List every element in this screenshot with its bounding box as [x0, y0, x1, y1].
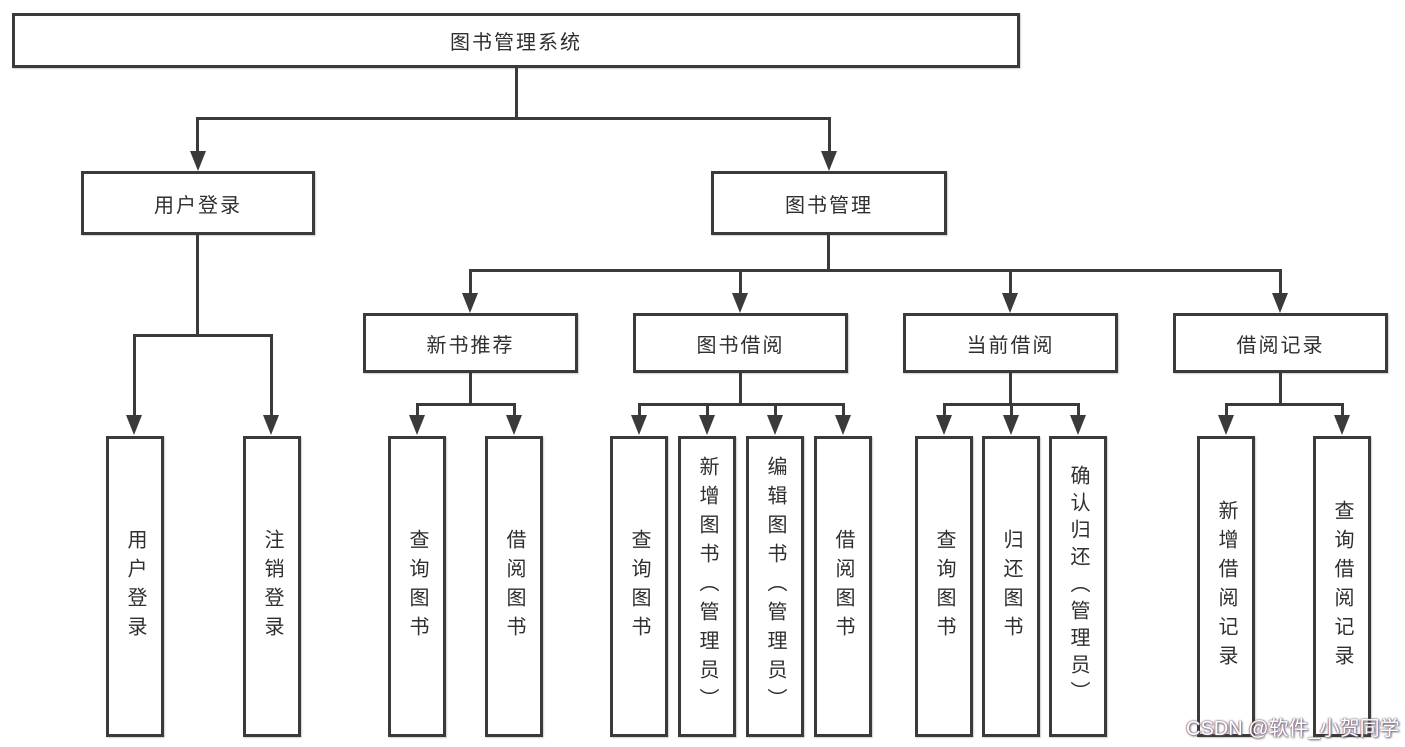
arrowhead-bookborrow-query	[631, 415, 647, 435]
connector-currentborrow-stem	[1009, 372, 1012, 406]
connector-bookmgmt-drop-4	[1279, 269, 1282, 296]
leaf-bookborrow-add: 新增图书（管理员）	[678, 436, 736, 737]
arrowhead-new-book	[462, 293, 478, 313]
node-user-login: 用户登录	[81, 171, 315, 235]
connector-bookborrow-drop-4	[842, 403, 845, 418]
arrowhead-bookborrow-add	[699, 415, 715, 435]
leaf-newbook-query: 查询图书	[388, 436, 446, 737]
connector-records-stem	[1279, 372, 1282, 406]
arrowhead-currentborrow-query	[936, 415, 952, 435]
arrowhead-newbook-query	[409, 415, 425, 435]
connector-bookmgmt-drop-2	[739, 269, 742, 296]
leaf-bookborrow-edit-label: 编辑图书（管理员）	[764, 456, 786, 717]
leaf-records-query-label: 查询借阅记录	[1331, 499, 1353, 674]
leaf-newbook-borrow-label: 借阅图书	[503, 528, 525, 645]
connector-bookborrow-drop-2	[706, 403, 709, 418]
connector-bookmgmt-drop-3	[1009, 269, 1012, 296]
arrowhead-user-login	[190, 151, 206, 171]
leaf-bookborrow-borrow-label: 借阅图书	[832, 528, 854, 645]
node-root: 图书管理系统	[12, 13, 1020, 68]
leaf-newbook-query-label: 查询图书	[406, 528, 428, 645]
arrowhead-book-management	[821, 151, 837, 171]
leaf-bookborrow-edit: 编辑图书（管理员）	[746, 436, 804, 737]
leaf-records-add: 新增借阅记录	[1197, 436, 1255, 737]
node-book-borrow-label: 图书借阅	[696, 334, 785, 357]
connector-userlogin-drop-2	[270, 334, 273, 418]
connector-root-rail	[196, 117, 831, 120]
connector-bookborrow-drop-3	[774, 403, 777, 418]
connector-bookborrow-rail	[638, 403, 845, 406]
connector-currentborrow-drop-1	[943, 403, 946, 418]
arrowhead-bookborrow-borrow	[835, 415, 851, 435]
connector-root-drop-left	[196, 117, 199, 153]
node-current-borrow-label: 当前借阅	[966, 334, 1055, 357]
arrowhead-leaf-logout	[263, 415, 279, 435]
leaf-logout: 注销登录	[243, 436, 301, 737]
connector-currentborrow-drop-2	[1010, 403, 1013, 418]
node-book-management: 图书管理	[711, 171, 947, 235]
leaf-records-add-label: 新增借阅记录	[1215, 499, 1237, 674]
connector-root-stem	[515, 67, 518, 120]
leaf-bookborrow-query-label: 查询图书	[628, 528, 650, 645]
arrowhead-records-query	[1334, 415, 1350, 435]
connector-bookmgmt-rail	[469, 269, 1282, 272]
node-book-borrow: 图书借阅	[633, 313, 848, 373]
leaf-bookborrow-borrow: 借阅图书	[814, 436, 872, 737]
connector-bookmgmt-stem	[827, 234, 830, 272]
leaf-user-login-label: 用户登录	[124, 528, 146, 645]
connector-newbook-rail	[416, 403, 516, 406]
arrowhead-newbook-borrow	[506, 415, 522, 435]
node-current-borrow: 当前借阅	[903, 313, 1118, 373]
connector-bookborrow-drop-1	[638, 403, 641, 418]
connector-userlogin-drop-1	[133, 334, 136, 418]
leaf-bookborrow-add-label: 新增图书（管理员）	[696, 456, 718, 717]
leaf-bookborrow-query: 查询图书	[610, 436, 668, 737]
csdn-watermark: CSDN @软件_小贺同学	[1186, 718, 1400, 740]
arrowhead-current-borrow	[1002, 293, 1018, 313]
node-root-label: 图书管理系统	[450, 32, 582, 54]
node-borrow-records-label: 借阅记录	[1236, 334, 1325, 357]
leaf-newbook-borrow: 借阅图书	[485, 436, 543, 737]
arrowhead-currentborrow-confirm	[1070, 415, 1086, 435]
arrowhead-records-add	[1218, 415, 1234, 435]
leaf-records-query: 查询借阅记录	[1313, 436, 1371, 737]
arrowhead-borrow-records	[1272, 293, 1288, 313]
arrowhead-book-borrow	[732, 293, 748, 313]
connector-records-rail	[1225, 403, 1344, 406]
leaf-currentborrow-return-label: 归还图书	[1000, 528, 1022, 645]
connector-newbook-stem	[469, 372, 472, 406]
node-new-book-recommend-label: 新书推荐	[426, 334, 515, 357]
leaf-currentborrow-return: 归还图书	[982, 436, 1040, 737]
leaf-currentborrow-confirm: 确认归还（管理员）	[1049, 436, 1107, 737]
arrowhead-leaf-login	[126, 415, 142, 435]
connector-userlogin-rail	[133, 334, 273, 337]
connector-records-drop-2	[1341, 403, 1344, 418]
node-borrow-records: 借阅记录	[1173, 313, 1388, 373]
leaf-user-login: 用户登录	[106, 436, 164, 737]
connector-bookmgmt-drop-1	[469, 269, 472, 296]
connector-bookborrow-stem	[739, 372, 742, 406]
connector-root-drop-right	[828, 117, 831, 153]
leaf-currentborrow-query-label: 查询图书	[933, 528, 955, 645]
arrowhead-bookborrow-edit	[767, 415, 783, 435]
connector-currentborrow-drop-3	[1077, 403, 1080, 418]
node-book-management-label: 图书管理	[785, 194, 873, 217]
arrowhead-currentborrow-return	[1003, 415, 1019, 435]
leaf-logout-label: 注销登录	[261, 528, 283, 645]
connector-userlogin-stem	[196, 234, 199, 337]
node-new-book-recommend: 新书推荐	[363, 313, 578, 373]
node-user-login-label: 用户登录	[154, 194, 242, 217]
leaf-currentborrow-confirm-label: 确认归还（管理员）	[1067, 465, 1089, 708]
connector-newbook-drop-2	[513, 403, 516, 418]
connector-newbook-drop-1	[416, 403, 419, 418]
leaf-currentborrow-query: 查询图书	[915, 436, 973, 737]
connector-records-drop-1	[1225, 403, 1228, 418]
